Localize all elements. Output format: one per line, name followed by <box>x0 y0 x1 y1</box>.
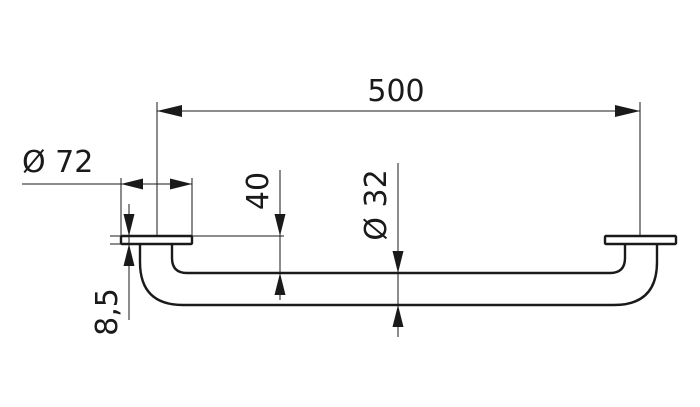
flange-thickness-dimension: 8,5 <box>90 204 135 336</box>
right-flange <box>603 234 678 246</box>
length-dimension: 500 <box>156 74 641 236</box>
tube-diameter-label: Ø 32 <box>359 169 394 240</box>
projection-dimension: 40 <box>192 170 286 300</box>
flange-diameter-dimension: Ø 72 <box>22 145 193 236</box>
tube-diameter-dimension: Ø 32 <box>359 163 404 337</box>
left-flange <box>119 234 194 246</box>
projection-label: 40 <box>241 172 276 210</box>
flange-diameter-label: Ø 72 <box>22 145 93 180</box>
length-label: 500 <box>367 74 424 109</box>
flange-thickness-label: 8,5 <box>90 288 125 336</box>
